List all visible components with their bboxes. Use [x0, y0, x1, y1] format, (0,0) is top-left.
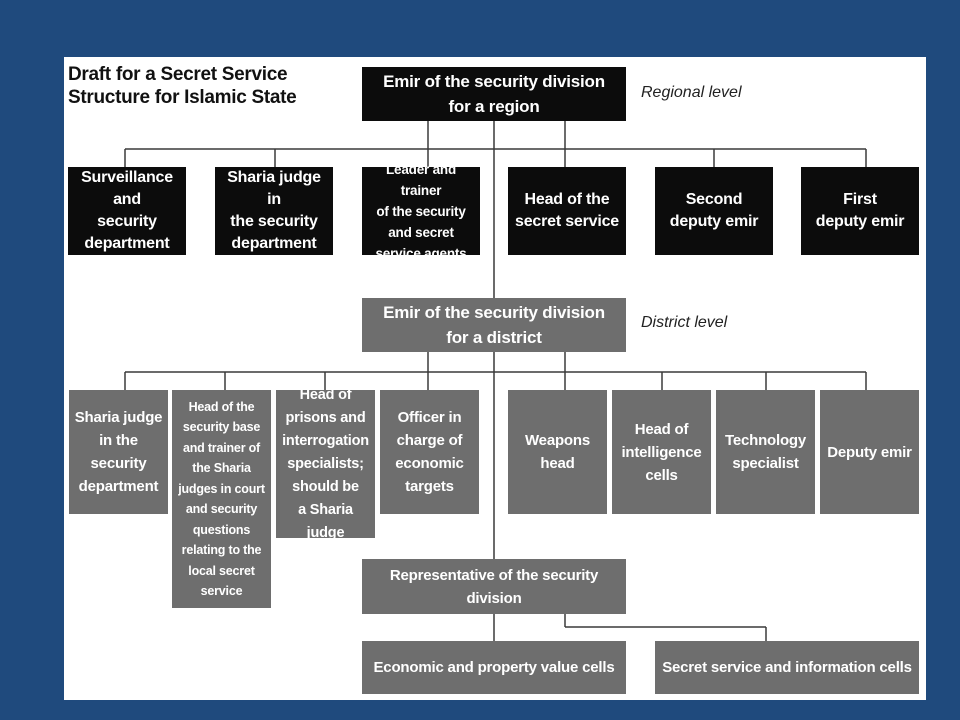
chart-title: Draft for a Secret Service Structure for…: [68, 63, 358, 109]
regional-emir-label: Emir of the security division for a regi…: [383, 72, 605, 116]
district-child-label: Head of intelligence cells: [621, 420, 702, 484]
chart-title-line-1: Draft for a Secret Service: [68, 64, 288, 85]
chart-title-line-2: Structure for Islamic State: [68, 87, 297, 108]
representative-label: Representative of the security division: [389, 566, 599, 607]
connector-lines: [124, 121, 867, 641]
district-child-box: Head of prisons and interrogation specia…: [276, 387, 375, 541]
district-child-label: Weapons head: [524, 432, 590, 472]
district-child-box: Weapons head: [508, 390, 607, 514]
regional-child-label: First deputy emir: [815, 191, 905, 230]
district-child-label: Technology specialist: [724, 432, 807, 472]
district-emir-box: Emir of the security division for a dist…: [362, 298, 626, 352]
regional-child-box: First deputy emir: [801, 167, 919, 255]
regional-child-box: Surveillance and security department: [68, 167, 186, 255]
district-child-label: Head of the security base and trainer of…: [178, 399, 265, 599]
regional-level-label: Regional level: [641, 84, 742, 101]
regional-child-box: Leader and trainer of the security and s…: [362, 162, 480, 261]
information-cells-label: Secret service and information cells: [662, 659, 912, 676]
information-cells-box: Secret service and information cells: [655, 641, 919, 694]
district-child-box: Deputy emir: [820, 390, 919, 514]
economic-cells-box: Economic and property value cells: [362, 641, 626, 694]
district-child-label: Head of prisons and interrogation specia…: [282, 386, 369, 541]
district-child-label: Deputy emir: [827, 443, 912, 461]
district-child-box: Sharia judge in the security department: [69, 390, 168, 514]
representative-box: Representative of the security division: [362, 559, 626, 614]
regional-child-label: Sharia judge in the security department: [227, 169, 321, 252]
economic-cells-label: Economic and property value cells: [373, 659, 615, 676]
regional-child-label: Leader and trainer of the security and s…: [375, 161, 467, 261]
regional-child-box: Second deputy emir: [655, 167, 773, 255]
district-child-box: Officer in charge of economic targets: [380, 390, 479, 514]
regional-emir-box: Emir of the security division for a regi…: [362, 67, 626, 121]
regional-child-box: Sharia judge in the security department: [215, 167, 333, 255]
regional-child-label: Surveillance and security department: [81, 169, 173, 252]
district-child-label: Sharia judge in the security department: [74, 409, 163, 495]
district-child-box: Head of the security base and trainer of…: [172, 390, 271, 608]
district-emir-label: Emir of the security division for a dist…: [383, 303, 605, 347]
regional-child-label: Head of the secret service: [515, 191, 619, 230]
regional-child-box: Head of the secret service: [508, 167, 626, 255]
org-chart-card: Draft for a Secret Service Structure for…: [64, 57, 926, 700]
district-child-box: Technology specialist: [716, 390, 815, 514]
district-child-label: Officer in charge of economic targets: [395, 409, 464, 495]
regional-child-label: Second deputy emir: [669, 191, 759, 230]
district-level-label: District level: [641, 314, 728, 331]
district-child-box: Head of intelligence cells: [612, 390, 711, 514]
